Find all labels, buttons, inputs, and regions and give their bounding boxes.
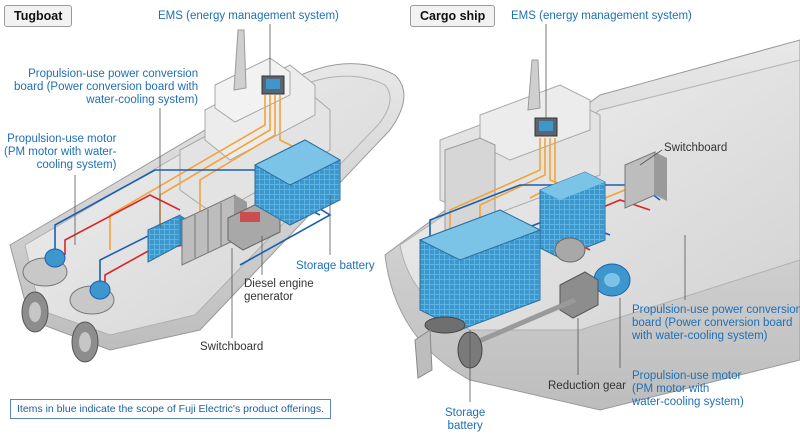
cargo-ship-drawing	[384, 24, 800, 411]
tugboat-diesel-label: Diesel engine generator	[244, 278, 314, 303]
cargo-generator	[554, 237, 586, 263]
tugboat-motor-1	[22, 248, 68, 287]
cargo-reduction-gear-label: Reduction gear	[548, 380, 626, 392]
tugboat-propellers	[21, 291, 99, 363]
cargo-ems-label: EMS (energy management system)	[511, 10, 692, 22]
cargo-conversion-board	[539, 171, 606, 259]
cargo-motor	[593, 263, 631, 297]
tugboat-drawing	[9, 24, 405, 363]
tugboat-storage-battery-label: Storage battery	[296, 260, 375, 272]
cargo-switchboard	[624, 151, 667, 209]
tugboat-ems-label: EMS (energy management system)	[158, 10, 339, 22]
tugboat-mast	[233, 29, 247, 91]
tugboat-switchboard-label: Switchboard	[200, 341, 264, 353]
cargo-storage-battery	[418, 209, 542, 331]
cargo-conversion-board-label: Propulsion-use power conversion board (P…	[632, 304, 800, 342]
tugboat-title: Tugboat	[4, 5, 73, 27]
scope-note: Items in blue indicate the scope of Fuji…	[10, 399, 332, 419]
cargo-leader-lines	[469, 24, 686, 402]
tugboat-motor-label: Propulsion-use motor (PM motor with wate…	[4, 133, 117, 171]
cargo-ship-title: Cargo ship	[410, 5, 496, 27]
cargo-mast	[527, 59, 541, 111]
tugboat-leader-lines	[74, 24, 331, 338]
cargo-motor-label: Propulsion-use motor (PM motor with wate…	[632, 370, 744, 408]
cargo-switchboard-label: Switchboard	[664, 142, 728, 154]
tugboat-motor-2	[69, 280, 115, 315]
tugboat-conversion-board-label: Propulsion-use power conversion board (P…	[14, 68, 199, 106]
cargo-reduction-gear	[469, 271, 599, 348]
tugboat-storage-battery	[253, 139, 342, 226]
cargo-storage-battery-label: Storage battery	[445, 407, 486, 432]
